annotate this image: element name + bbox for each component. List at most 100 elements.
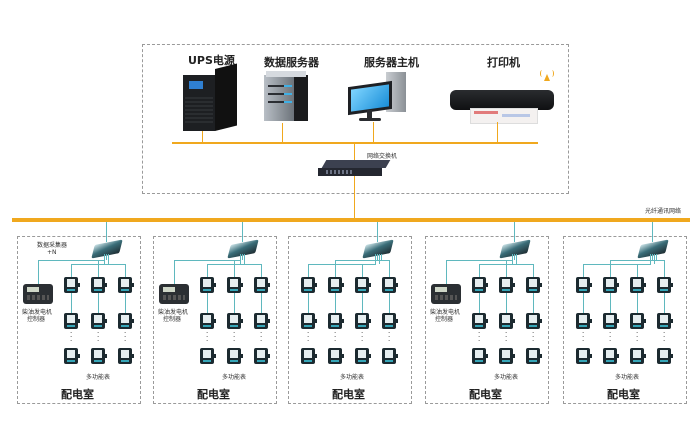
central-control-section xyxy=(142,44,569,194)
multifunction-meter-icon xyxy=(301,313,317,329)
multifunction-meter-icon xyxy=(472,348,488,364)
generator-label: 柴油发电机 xyxy=(22,309,53,316)
collector-link xyxy=(610,260,651,261)
multifunction-meter-icon xyxy=(328,313,344,329)
more-meters-ellipsis: ··· xyxy=(663,329,666,345)
multifunction-meter-icon xyxy=(472,313,488,329)
more-meters-ellipsis: ··· xyxy=(307,329,310,345)
more-meters-ellipsis: ··· xyxy=(206,329,209,345)
collector-link xyxy=(514,254,515,260)
multifunction-meter-icon xyxy=(118,348,134,364)
collector-sub-label: +N xyxy=(47,249,57,256)
multifunction-meter-icon xyxy=(118,313,134,329)
multifunction-meter-icon xyxy=(630,348,646,364)
collector-link xyxy=(650,260,665,261)
backbone-label: 光纤通讯网络 xyxy=(645,208,682,215)
multifunction-meter-icon xyxy=(254,348,270,364)
multifunction-meter-icon xyxy=(91,313,107,329)
room-uplink xyxy=(242,222,243,242)
more-meters-ellipsis: ··· xyxy=(260,329,263,345)
room-uplink xyxy=(514,222,515,242)
device-label-printer: 打印机 xyxy=(487,56,520,69)
generator-controller-icon xyxy=(431,284,461,304)
room-uplink xyxy=(106,222,107,242)
distribution-room xyxy=(563,236,687,404)
multifunction-meter-icon xyxy=(382,277,398,293)
multifunction-meter-icon xyxy=(526,313,542,329)
generator-label: 柴油发电机 xyxy=(158,309,189,316)
more-meters-ellipsis: ··· xyxy=(636,329,639,345)
multifunction-meter-icon xyxy=(657,348,673,364)
meters-label: 多功能表 xyxy=(340,374,365,381)
multifunction-meter-icon xyxy=(91,277,107,293)
more-meters-ellipsis: ··· xyxy=(334,329,337,345)
collector-link xyxy=(479,264,513,265)
generator-label-line2: 控制器 xyxy=(435,316,454,323)
meters-label: 多功能表 xyxy=(615,374,640,381)
multifunction-meter-icon xyxy=(355,313,371,329)
multifunction-meter-icon xyxy=(227,277,243,293)
printer-icon xyxy=(450,86,554,124)
more-meters-ellipsis: ··· xyxy=(609,329,612,345)
multifunction-meter-icon xyxy=(301,348,317,364)
device-label-ups: UPS电源 xyxy=(188,54,235,67)
multifunction-meter-icon xyxy=(576,313,592,329)
multifunction-meter-icon xyxy=(576,348,592,364)
generator-link xyxy=(38,260,102,261)
multifunction-meter-icon xyxy=(355,277,371,293)
room-title: 配电室 xyxy=(197,388,230,401)
room-uplink xyxy=(377,222,378,242)
more-meters-ellipsis: ··· xyxy=(124,329,127,345)
collector-link xyxy=(362,264,376,265)
collector-link xyxy=(652,254,653,260)
fiber-backbone-line xyxy=(12,218,690,222)
meters-label: 多功能表 xyxy=(222,374,247,381)
more-meters-ellipsis: ··· xyxy=(478,329,481,345)
collector-link xyxy=(650,254,651,264)
generator-link xyxy=(446,260,447,284)
collector-link xyxy=(106,254,107,260)
multifunction-meter-icon xyxy=(630,313,646,329)
multifunction-meter-icon xyxy=(200,277,216,293)
collector-link xyxy=(516,254,517,264)
collector-link xyxy=(512,254,513,264)
multifunction-meter-icon xyxy=(118,277,134,293)
collector-link xyxy=(207,264,241,265)
multifunction-meter-icon xyxy=(526,277,542,293)
multifunction-meter-icon xyxy=(227,348,243,364)
drop-data-server xyxy=(282,123,283,142)
collector-link xyxy=(108,254,109,264)
collector-link xyxy=(244,254,245,264)
collector-link xyxy=(375,260,390,261)
switch-label: 网络交换机 xyxy=(367,153,398,160)
multifunction-meter-icon xyxy=(603,348,619,364)
more-meters-ellipsis: ··· xyxy=(233,329,236,345)
more-meters-ellipsis: ··· xyxy=(582,329,585,345)
collector-link xyxy=(308,264,376,265)
collector-label: 数据采集器 xyxy=(37,242,68,249)
room-title: 配电室 xyxy=(607,388,640,401)
room-title: 配电室 xyxy=(469,388,502,401)
more-meters-ellipsis: ··· xyxy=(532,329,535,345)
multifunction-meter-icon xyxy=(472,277,488,293)
generator-controller-icon xyxy=(159,284,189,304)
generator-link xyxy=(446,260,510,261)
wifi-signal-icon xyxy=(540,70,554,82)
switch-downlink xyxy=(354,176,355,218)
multifunction-meter-icon xyxy=(657,277,673,293)
multifunction-meter-icon xyxy=(200,313,216,329)
multifunction-meter-icon xyxy=(64,277,80,293)
multifunction-meter-icon xyxy=(64,313,80,329)
multifunction-meter-icon xyxy=(382,348,398,364)
collector-link xyxy=(583,264,651,265)
distribution-room xyxy=(425,236,549,404)
collector-link xyxy=(335,260,376,261)
device-label-server-host: 服务器主机 xyxy=(364,56,419,69)
distribution-room xyxy=(288,236,412,404)
collector-link xyxy=(381,254,382,260)
collector-link xyxy=(240,264,262,265)
multifunction-meter-icon xyxy=(526,348,542,364)
generator-controller-icon xyxy=(23,284,53,304)
generator-link xyxy=(38,260,39,284)
collector-link xyxy=(104,264,126,265)
